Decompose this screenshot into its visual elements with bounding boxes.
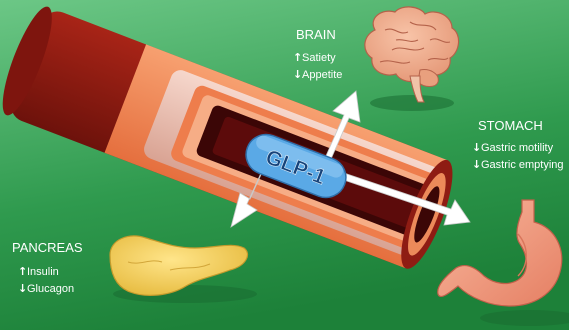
stomach-effect-1: Gastric motility — [481, 142, 554, 154]
brain-shadow — [370, 95, 454, 111]
pancreas-effect-2: Glucagon — [27, 283, 74, 295]
pancreas-title: PANCREAS — [12, 240, 83, 255]
pancreas-effect-arrow-1: ↑ — [18, 265, 27, 278]
brain-labels: BRAIN ↑ Satiety ↓ Appetite — [293, 27, 342, 81]
brain-effect-arrow-2: ↓ — [293, 68, 302, 81]
stomach-effect-arrow-2: ↓ — [472, 158, 481, 171]
brain-title: BRAIN — [296, 27, 336, 42]
pancreas-effect-arrow-2: ↓ — [18, 282, 27, 295]
stomach-effect-2: Gastric emptying — [481, 159, 564, 171]
pancreas-effect-1: Insulin — [27, 266, 59, 278]
stomach-title: STOMACH — [478, 118, 543, 133]
brain-effect-arrow-1: ↑ — [293, 51, 302, 64]
brain-effect-2: Appetite — [302, 69, 342, 81]
brain-effect-1: Satiety — [302, 52, 336, 64]
stomach-effect-arrow-1: ↓ — [472, 141, 481, 154]
